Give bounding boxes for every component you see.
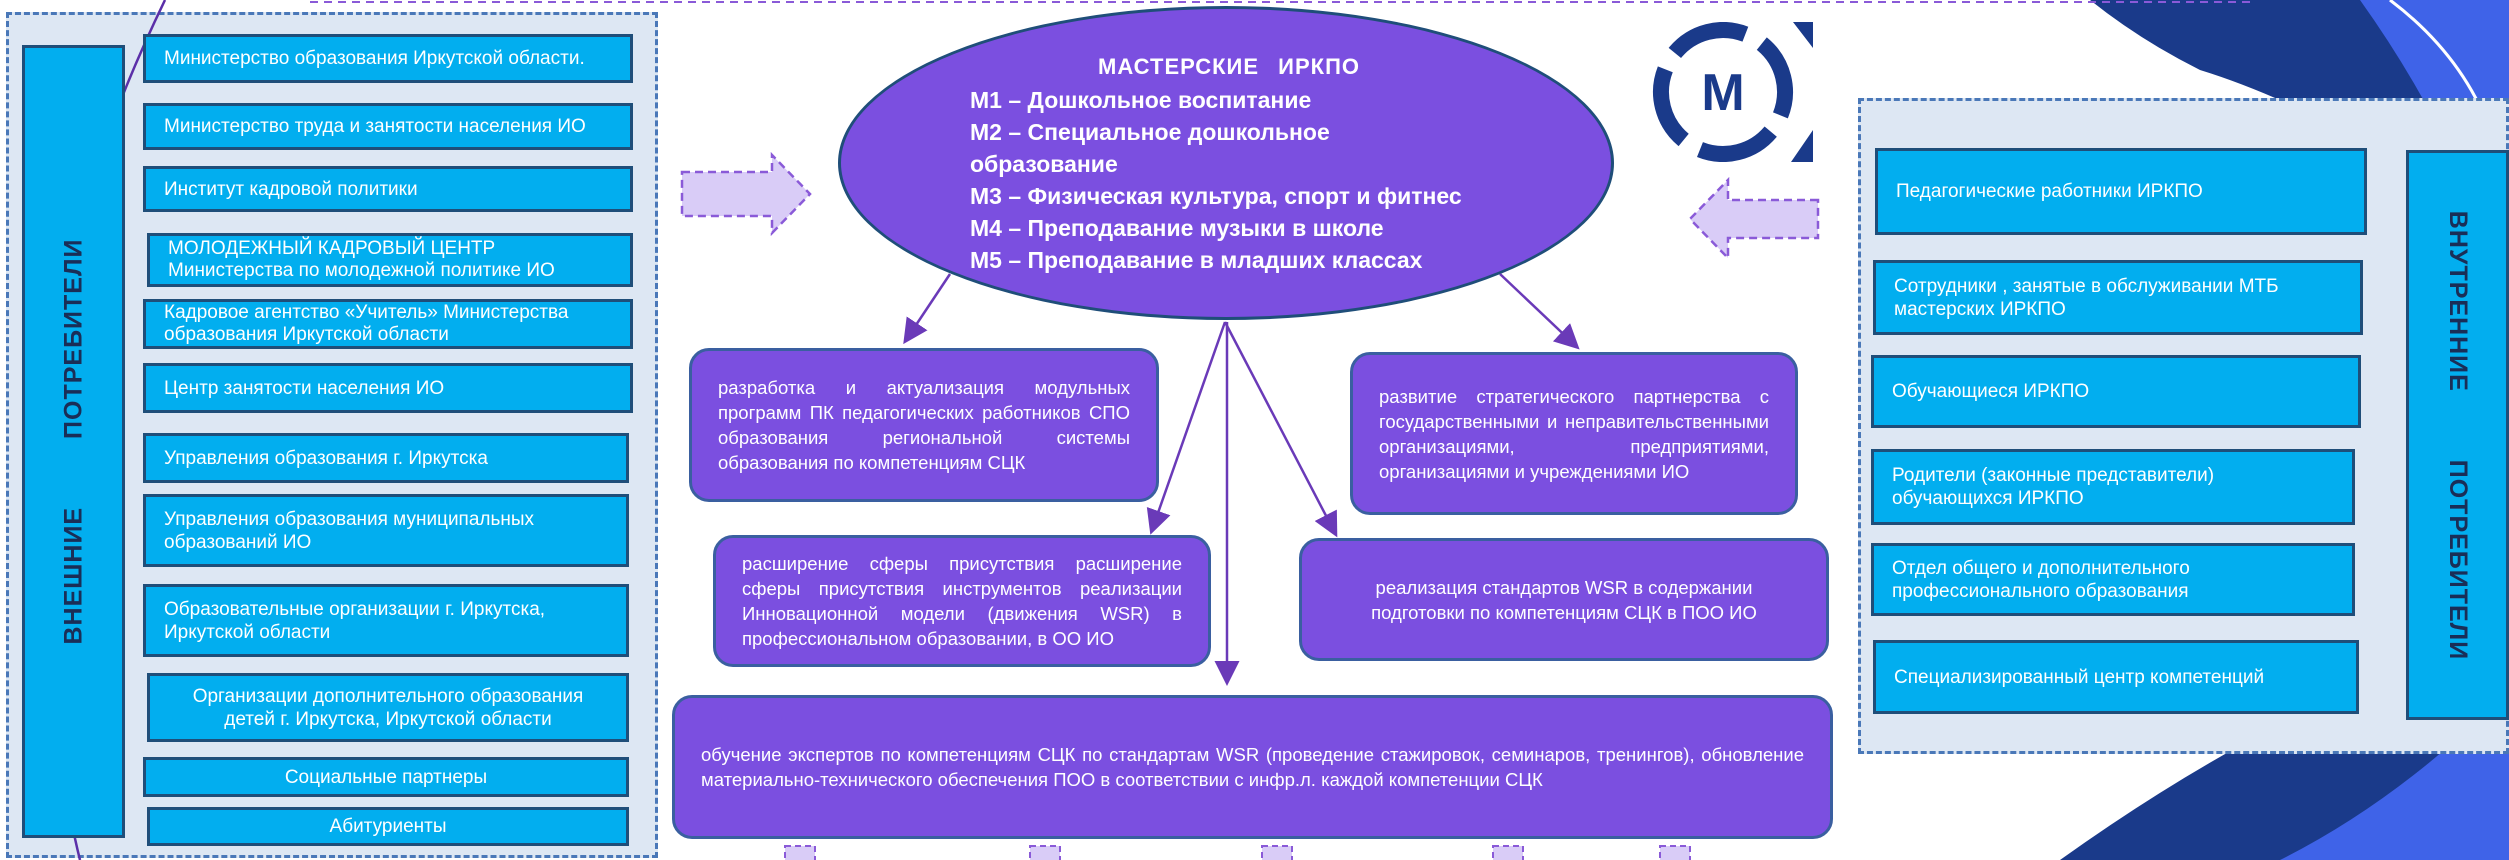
external-item-additional-education-orgs: Организации дополнительного образования … (147, 673, 629, 742)
workshops-title: МАСТЕРСКИЕ ИРКПО (1098, 54, 1360, 79)
bottom-stubs (784, 845, 1691, 860)
external-item-ministry-education: Министерство образования Иркутской облас… (143, 34, 633, 83)
workshop-line-m2: М2 – Специальное дошкольное (970, 119, 1330, 145)
direction-strategic-partnership: развитие стратегического партнерства с г… (1350, 352, 1798, 515)
external-consumers-label: ВНЕШНИЕ ПОТРЕБИТЕЛИ (22, 45, 125, 838)
direction-modular-programs: разработка и актуализация модульных прог… (689, 348, 1159, 502)
external-item-educational-orgs: Образовательные организации г. Иркутска,… (143, 584, 629, 657)
navy-swoosh-bottom (2060, 560, 2509, 860)
blue-swoosh-right (2360, 0, 2509, 300)
workshops-ellipse (838, 6, 1614, 320)
internal-item-staff: Сотрудники , занятые в обслуживании МТБ … (1873, 260, 2363, 335)
logo-letter: M (1701, 64, 1744, 122)
workshop-line-m3: М3 – Физическая культура, спорт и фитнес (970, 183, 1462, 209)
internal-item-additional-education-dept: Отдел общего и дополнительного профессио… (1871, 543, 2355, 616)
external-item-social-partners: Социальные партнеры (143, 757, 629, 797)
external-item-municipal-education-dept: Управления образования муниципальных обр… (143, 494, 629, 567)
external-item-ministry-labor: Министерство труда и занятости населения… (143, 103, 633, 150)
internal-item-students: Обучающиеся ИРКПО (1871, 355, 2361, 428)
external-item-youth-center: МОЛОДЕЖНЫЙ КАДРОВЫЙ ЦЕНТР Министерства п… (147, 233, 633, 287)
left-block-arrow (680, 151, 812, 237)
direction-expansion: расширение сферы присутствия расширение … (713, 535, 1211, 667)
workshop-line-m1: М1 – Дошкольное воспитание (970, 87, 1312, 113)
internal-item-competence-center: Специализированный центр компетенций (1873, 640, 2359, 714)
direction-expert-training: обучение экспертов по компетенциям СЦК п… (672, 695, 1833, 839)
workshop-line-m4: М4 – Преподавание музыки в школе (970, 215, 1384, 241)
right-block-arrow (1688, 176, 1820, 262)
internal-item-teachers: Педагогические работники ИРКПО (1875, 148, 2367, 235)
external-item-teacher-agency: Кадровое агентство «Учитель» Министерств… (143, 299, 633, 349)
external-item-employment-center: Центр занятости населения ИО (143, 363, 633, 413)
internal-consumers-label: ВНУТРЕННИЕ ПОТРЕБИТЕЛИ (2406, 150, 2509, 720)
direction-wsr-standards: реализация стандартов WSR в содержании п… (1299, 538, 1829, 661)
workshop-line-m5: М5 – Преподавание в младших классах (970, 247, 1423, 273)
internal-item-parents: Родители (законные представители) обучаю… (1871, 449, 2355, 525)
external-item-applicants: Абитуриенты (147, 807, 629, 846)
college-logo-icon: M (1643, 22, 1813, 162)
external-item-personnel-institute: Институт кадровой политики (143, 166, 633, 212)
workshop-line-m2-cont: образование (970, 151, 1118, 177)
external-item-irkutsk-education-dept: Управления образования г. Иркутска (143, 433, 629, 483)
blue-swoosh-bottom (2280, 690, 2509, 860)
